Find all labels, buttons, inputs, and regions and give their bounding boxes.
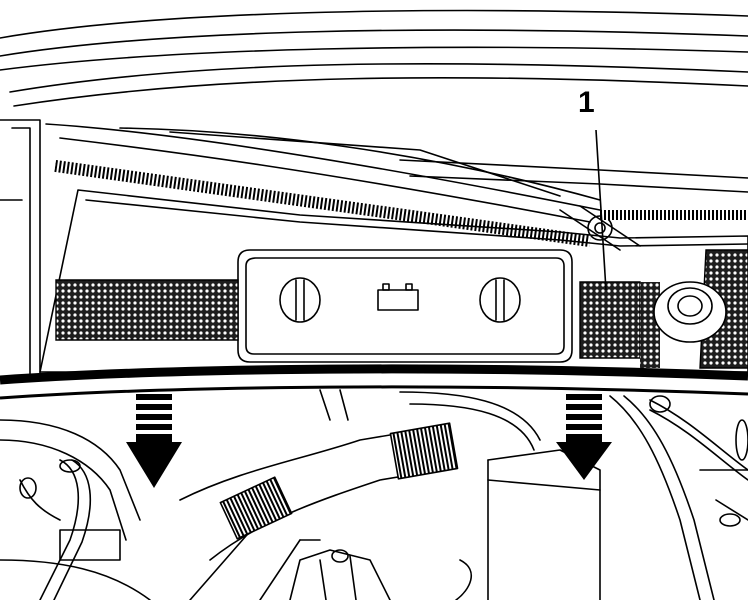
- battery-symbol: [377, 283, 419, 311]
- left-twist-fastener: [279, 277, 321, 323]
- left-pillar: [0, 119, 41, 381]
- mesh-grilles: [55, 249, 748, 369]
- down-arrow-left: [126, 394, 182, 488]
- center-cover-panel: [237, 249, 573, 363]
- cowl-seal-strip: [54, 160, 591, 248]
- right-twist-fastener: [479, 277, 521, 323]
- callout-label-1: 1: [578, 86, 595, 119]
- wiper-assembly: [45, 123, 748, 251]
- hood-outline: [0, 9, 748, 107]
- reservoir-cap: [653, 281, 727, 343]
- callout-leader-1: [595, 129, 607, 291]
- engine-bay-components: [0, 389, 748, 601]
- front-seal-strip: [0, 364, 748, 400]
- down-arrow-right: [556, 394, 612, 480]
- cowl-seal-strip-right: [600, 210, 748, 220]
